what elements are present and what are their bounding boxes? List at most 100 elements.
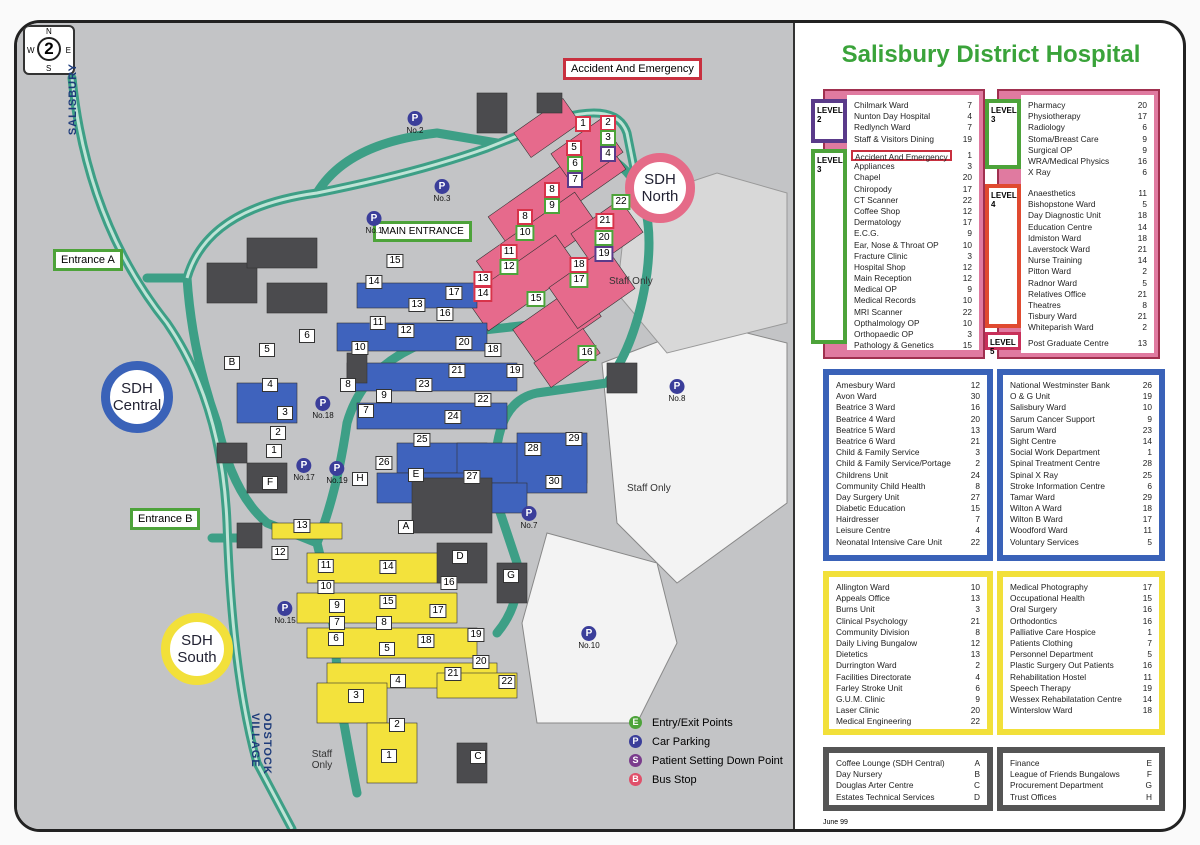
entry-name: Accident And Emergency: [851, 150, 952, 162]
entry-name: Spinal X Ray: [1010, 469, 1058, 480]
building-number-label: C: [470, 750, 486, 764]
building-number-label: 15: [526, 291, 546, 307]
entry-name: Avon Ward: [836, 391, 877, 402]
building-number-label: 24: [444, 410, 462, 424]
entry-name: Facilities Directorate: [836, 671, 912, 682]
entry-building: 6: [1147, 480, 1152, 491]
compass-e: E: [65, 46, 71, 55]
directory-entry: E.C.G.9: [854, 228, 972, 239]
entry-building: 17: [1137, 111, 1147, 122]
entry-name: Child & Family Service: [836, 447, 920, 458]
building-number-label: 20: [594, 230, 614, 246]
entry-name: Durrington Ward: [836, 660, 897, 671]
print-date: June 99: [823, 819, 848, 826]
building-number-label: 15: [386, 254, 404, 268]
entry-name: Hospital Shop: [854, 261, 906, 272]
sdh-central-circle: SDH Central: [101, 361, 173, 433]
road-label-salisbury: SALISBURY: [67, 63, 79, 136]
building-number-label: 17: [429, 604, 447, 618]
parking-icon: P: [434, 179, 450, 194]
car-parking-icon: P: [629, 735, 642, 748]
entry-name: Pathology & Genetics: [854, 340, 934, 351]
building-number-label: 13: [293, 519, 311, 533]
map-number: 2: [37, 37, 61, 61]
page-title: Salisbury District Hospital: [841, 41, 1141, 68]
entry-name: G.U.M. Clinic: [836, 693, 885, 704]
building-number-label: 18: [569, 257, 589, 273]
entry-building: 20: [1137, 100, 1147, 110]
entry-name: Nurse Training: [1028, 255, 1082, 266]
entry-name: Spinal Treatment Centre: [1010, 458, 1100, 469]
entry-building: 14: [1137, 221, 1147, 232]
entry-building: 17: [1142, 514, 1152, 525]
building-number-label: 11: [499, 244, 519, 260]
building-number-label: 4: [600, 146, 616, 162]
entry-building: 11: [1138, 188, 1147, 198]
entry-name: Child & Family Service/Portage: [836, 458, 951, 469]
staff-only-label: Staff Only: [609, 276, 653, 287]
entry-building: 20: [970, 705, 980, 716]
building-number-label: 10: [515, 225, 535, 241]
entry-name: Personnel Department: [1010, 649, 1094, 660]
entry-name: Palliative Care Hospice: [1010, 626, 1096, 637]
entry-name: Beatrice 3 Ward: [836, 402, 896, 413]
entry-name: Chapel: [854, 172, 881, 183]
entry-building: 18: [1142, 503, 1152, 514]
entry-building: 12: [962, 205, 972, 216]
building-number-label: 6: [567, 156, 583, 172]
site-map: N S W E 2 SALISBURY ODSTOCK VILLAGE Entr…: [17, 23, 795, 829]
entry-name: Bishopstone Ward: [1028, 199, 1096, 210]
entry-name: Laser Clinic: [836, 705, 880, 716]
accident-emergency-label: Accident And Emergency: [563, 58, 702, 80]
building-number-label: 12: [397, 324, 415, 338]
building-number-label: 15: [379, 595, 397, 609]
entry-building: 5: [1142, 199, 1147, 210]
entry-building: 12: [962, 273, 972, 284]
entry-name: Surgical OP: [1028, 144, 1073, 155]
entry-building: 5: [1147, 536, 1152, 547]
parking-icon: P: [315, 396, 331, 411]
entry-building: 17: [962, 183, 972, 194]
sdh-north-circle: SDH North: [625, 153, 695, 223]
entry-name: WRA/Medical Physics: [1028, 155, 1110, 166]
entry-name: Childrens Unit: [836, 469, 889, 480]
legend-label: Car Parking: [652, 735, 711, 748]
entry-building: 16: [1142, 604, 1152, 615]
entry-building: 2: [1142, 266, 1147, 277]
car-park-number: No.17: [293, 473, 315, 482]
entry-building: 3: [975, 604, 980, 615]
entry-exit-icon: E: [629, 716, 642, 729]
road-label-odstock: ODSTOCK VILLAGE: [249, 713, 273, 775]
entry-building: 8: [975, 626, 980, 637]
entry-building: 6: [975, 682, 980, 693]
entry-name: Plastic Surgery Out Patients: [1010, 660, 1114, 671]
entry-building: 4: [975, 671, 980, 682]
